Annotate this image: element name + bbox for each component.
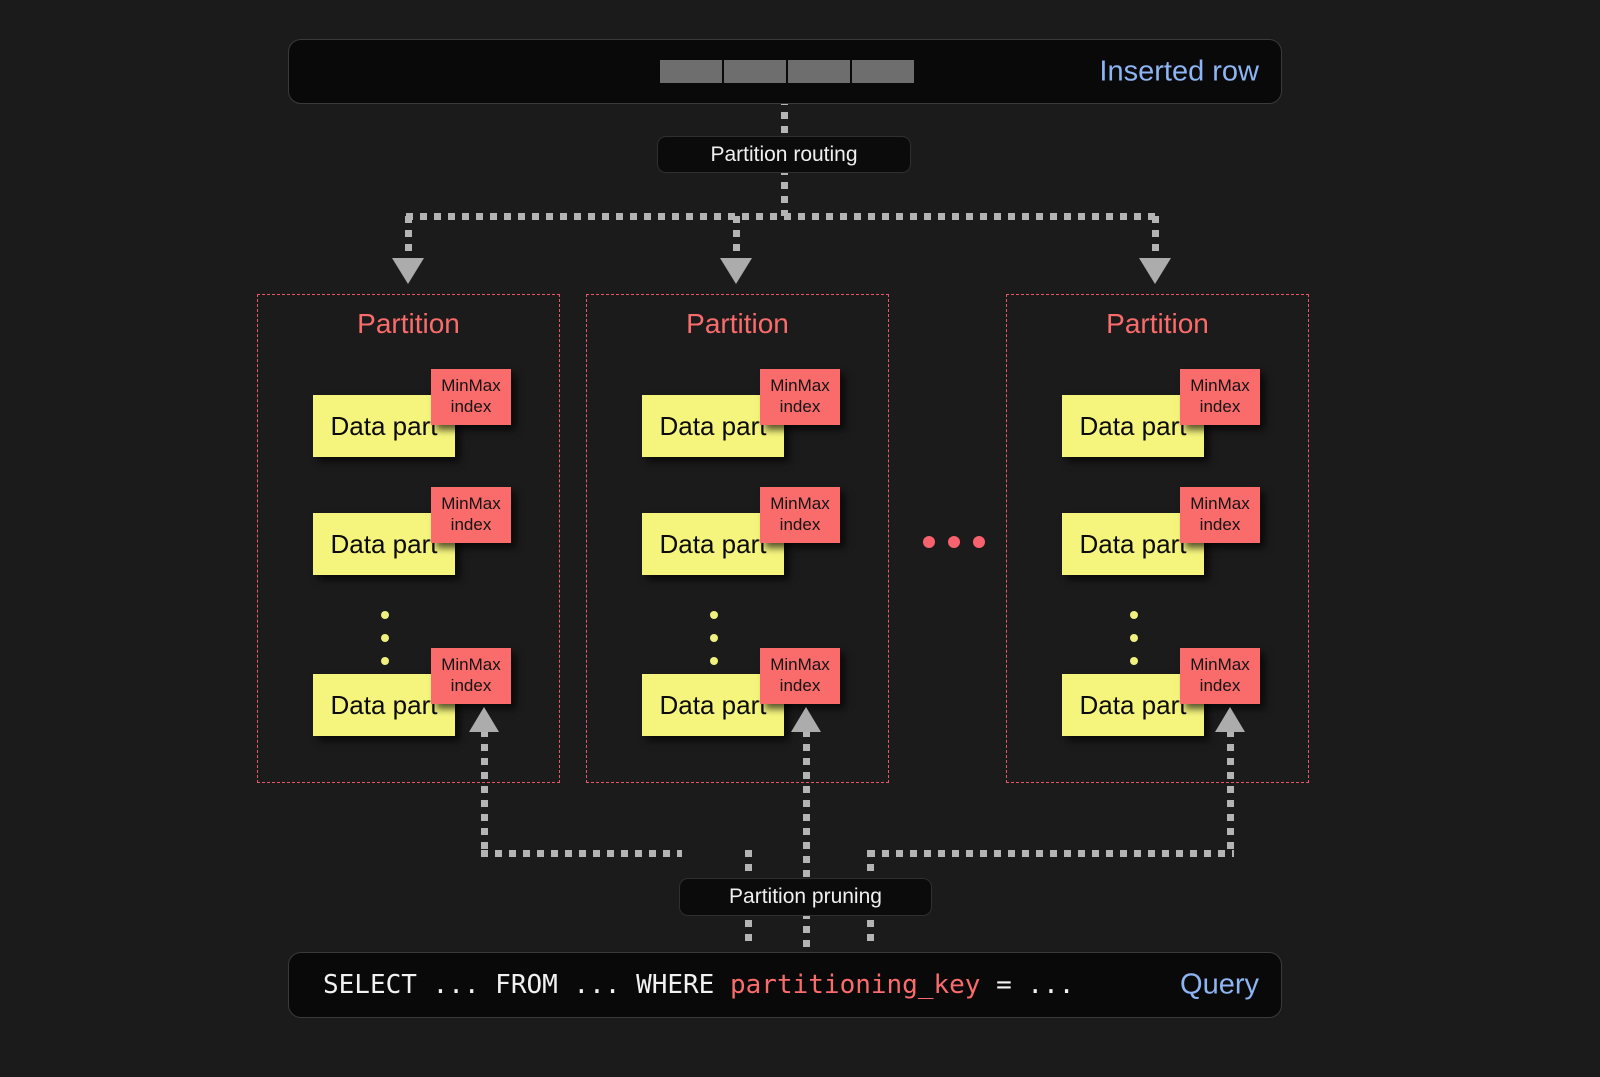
connector-prune-up-2 [1227,730,1234,854]
minmax-index-label-line2: index [779,515,821,534]
minmax-index-label-line1: MinMax [770,376,830,396]
query-suffix: = ... [980,970,1075,1000]
ellipsis-dot [1130,634,1138,642]
partition-title: Partition [686,308,789,339]
partition-ellipsis [923,536,985,548]
query-partitioning-key: partitioning_key [730,970,981,1000]
partition-routing-pill[interactable]: Partition routing [657,136,911,173]
minmax-index-box: MinMax index [1180,487,1260,543]
minmax-index-label-line1: MinMax [770,494,830,514]
row-cell [852,60,914,83]
row-cell [724,60,786,83]
partition-title: Partition [357,308,460,339]
minmax-index-box: MinMax index [431,369,511,425]
partition-pruning-pill[interactable]: Partition pruning [679,878,932,916]
connector-routing-drop-1 [733,216,740,264]
arrow-up-partition-2 [1215,707,1245,732]
partition-box: Partition [1006,294,1309,783]
minmax-index-box: MinMax index [1180,369,1260,425]
row-cell [660,60,722,83]
row-cell [788,60,850,83]
arrow-down-partition-2 [1139,258,1171,284]
minmax-index-label-line1: MinMax [1190,376,1250,396]
connector-routing-drop-2 [1152,216,1159,264]
ellipsis-dot [948,536,960,548]
query-text: SELECT ... FROM ... WHERE partitioning_k… [323,970,1074,1000]
minmax-index-label-line2: index [1199,676,1241,695]
connector-prune-h-right [868,850,1234,857]
minmax-index-label-line1: MinMax [1190,494,1250,514]
arrow-down-partition-0 [392,258,424,284]
minmax-index-label-line1: MinMax [1190,655,1250,675]
minmax-index-label-line2: index [450,515,492,534]
query-prefix: SELECT ... FROM ... WHERE [323,970,730,1000]
query-bar[interactable]: SELECT ... FROM ... WHERE partitioning_k… [288,952,1282,1018]
ellipsis-dot [381,634,389,642]
partition-routing-label: Partition routing [710,142,858,166]
ellipsis-dot [710,657,718,665]
ellipsis-dot [1130,611,1138,619]
minmax-index-box: MinMax index [760,648,840,704]
data-part-ellipsis [710,611,718,680]
partition-title: Partition [1106,308,1209,339]
minmax-index-label-line1: MinMax [441,376,501,396]
minmax-index-box: MinMax index [431,487,511,543]
minmax-index-label-line2: index [779,676,821,695]
data-part-box: Data part [1062,674,1204,736]
minmax-index-box: MinMax index [431,648,511,704]
ellipsis-dot [923,536,935,548]
ellipsis-dot [381,657,389,665]
inserted-row-bar: Inserted row [288,39,1282,104]
arrow-up-partition-0 [469,707,499,732]
arrow-up-partition-1 [791,707,821,732]
minmax-index-box: MinMax index [760,487,840,543]
minmax-index-label-line1: MinMax [441,494,501,514]
minmax-index-label-line1: MinMax [441,655,501,675]
ellipsis-dot [710,634,718,642]
ellipsis-dot [710,611,718,619]
partition-box: Partition [586,294,889,783]
data-part-ellipsis [1130,611,1138,680]
connector-prune-h-left [481,850,682,857]
connector-prune-up-1 [803,730,810,948]
query-label: Query [1180,968,1259,1001]
minmax-index-label-line2: index [1199,397,1241,416]
minmax-index-label-line2: index [450,397,492,416]
partition-box: Partition [257,294,560,783]
minmax-index-label-line2: index [1199,515,1241,534]
arrow-down-partition-1 [720,258,752,284]
inserted-row-cells [660,60,914,83]
data-part-ellipsis [381,611,389,680]
ellipsis-dot [381,611,389,619]
minmax-index-label-line2: index [450,676,492,695]
minmax-index-box: MinMax index [1180,648,1260,704]
inserted-row-label: Inserted row [1099,55,1259,87]
minmax-index-box: MinMax index [760,369,840,425]
connector-prune-up-0 [481,730,488,854]
partition-pruning-label: Partition pruning [729,885,882,908]
minmax-index-label-line1: MinMax [770,655,830,675]
minmax-index-label-line2: index [779,397,821,416]
ellipsis-dot [973,536,985,548]
ellipsis-dot [1130,657,1138,665]
connector-routing-drop-0 [405,216,412,264]
connector-routing-bus [406,213,1162,220]
